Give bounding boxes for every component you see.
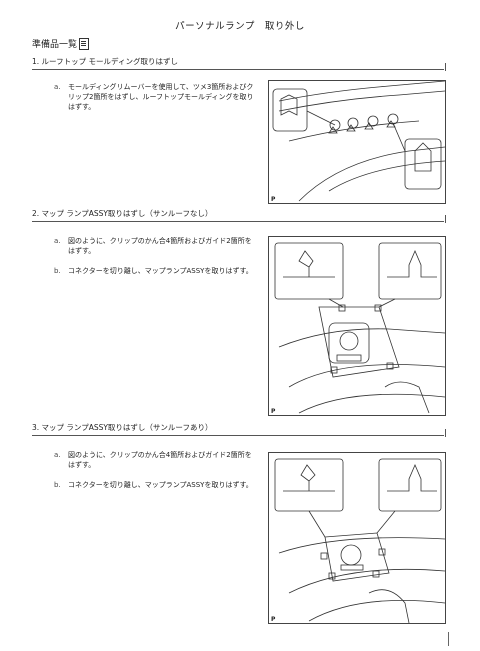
heading-rule-end <box>445 429 446 437</box>
step-text: 図のように、クリップのかん合4箇所およびガイド2箇所をはずす。 <box>68 237 252 255</box>
prep-list-heading[interactable]: 準備品一覧 <box>32 37 90 50</box>
roof-molding-illustration <box>272 81 445 202</box>
section-2-step-a: a. 図のように、クリップのかん合4箇所およびガイド2箇所をはずす。 <box>54 236 254 256</box>
section-2-heading-text: 2. マップ ランプASSY取りはずし（サンルーフなし） <box>32 209 213 218</box>
section-3-heading-text: 3. マップ ランプASSY取りはずし（サンルーフあり） <box>32 423 213 432</box>
section-1-step-a: a. モールディングリムーバーを使用して、ツメ3箇所およびクリップ2箇所をはずし… <box>54 82 254 112</box>
prep-label: 準備品一覧 <box>32 40 78 50</box>
section-3-step-a: a. 図のように、クリップのかん合4箇所およびガイド2箇所をはずす。 <box>54 450 254 470</box>
map-lamp-illustration <box>274 242 445 414</box>
step-label: b. <box>54 481 61 489</box>
heading-rule-end <box>445 63 446 71</box>
section-3-heading: 3. マップ ランプASSY取りはずし（サンルーフあり） <box>32 422 446 437</box>
document-icon[interactable] <box>79 37 90 50</box>
step-label: a. <box>54 83 61 91</box>
heading-rule-end <box>445 215 446 223</box>
step-text: 図のように、クリップのかん合4箇所およびガイド2箇所をはずす。 <box>68 451 252 469</box>
step-label: b. <box>54 267 61 275</box>
page-edge-mark <box>448 632 449 646</box>
figure-label: P <box>271 196 276 203</box>
page-title: パーソナルランプ 取り外し <box>175 21 305 32</box>
map-lamp-sunroof-illustration <box>274 458 445 623</box>
section-1-heading: 1. ルーフトップ モールディング取りはずし <box>32 56 446 71</box>
section-2-heading: 2. マップ ランプASSY取りはずし（サンルーフなし） <box>32 208 446 223</box>
figure-map-lamp-sunroof: P <box>268 452 446 624</box>
section-3-step-b: b. コネクターを切り離し、マップランプASSYを取りはずす。 <box>54 480 254 490</box>
step-text: コネクターを切り離し、マップランプASSYを取りはずす。 <box>68 267 253 275</box>
step-label: a. <box>54 237 61 245</box>
figure-label: P <box>271 408 276 415</box>
step-label: a. <box>54 451 61 459</box>
section-1-heading-text: 1. ルーフトップ モールディング取りはずし <box>32 57 178 66</box>
figure-roof-molding: P <box>268 80 446 204</box>
step-text: コネクターを切り離し、マップランプASSYを取りはずす。 <box>68 481 253 489</box>
section-2-step-b: b. コネクターを切り離し、マップランプASSYを取りはずす。 <box>54 266 254 276</box>
figure-label: P <box>271 616 276 623</box>
figure-map-lamp-no-sunroof: P <box>268 236 446 416</box>
step-text: モールディングリムーバーを使用して、ツメ3箇所およびクリップ2箇所をはずし、ルー… <box>68 83 254 111</box>
